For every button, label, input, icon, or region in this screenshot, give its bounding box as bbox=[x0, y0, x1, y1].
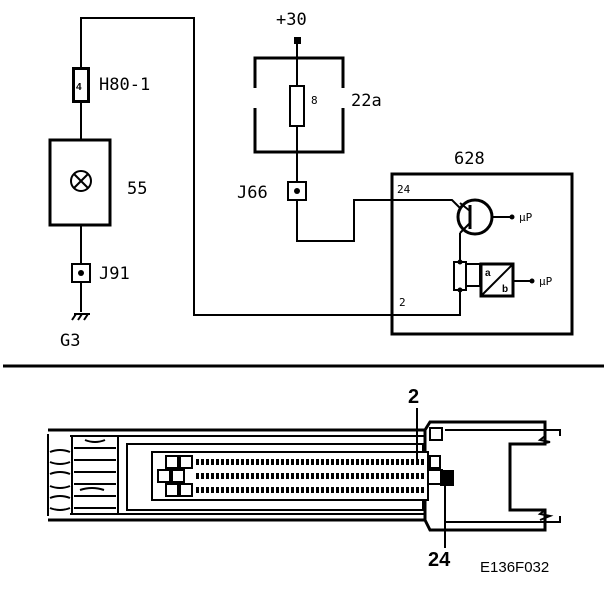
connector-j91 bbox=[71, 263, 91, 283]
svg-text:b: b bbox=[502, 284, 508, 295]
up-label-2: μP bbox=[539, 275, 553, 288]
lamp-55 bbox=[48, 138, 112, 227]
connector-latch bbox=[423, 420, 561, 532]
wire-bundle bbox=[49, 435, 424, 515]
fuse-22a-number: 8 bbox=[311, 94, 318, 107]
pin-rows bbox=[196, 459, 424, 493]
figure-code: E136F032 bbox=[480, 559, 549, 576]
transistor-icon bbox=[456, 198, 515, 236]
pin-2-label: 2 bbox=[399, 296, 406, 309]
fuse-h80-label: H80-1 bbox=[99, 75, 150, 95]
supply-terminal bbox=[294, 37, 301, 44]
control-unit-label: 628 bbox=[454, 149, 485, 169]
fuse-box-label: 22a bbox=[351, 91, 382, 111]
schematic: 4 H80-1 55 J91 G3 +30 bbox=[48, 10, 574, 351]
resistor-icon bbox=[453, 259, 467, 293]
wire-j66-to-unit-pin24 bbox=[296, 199, 415, 242]
fuse-box-22a: 8 bbox=[253, 56, 345, 154]
pin-24-marker bbox=[440, 470, 454, 486]
lamp-label: 55 bbox=[127, 179, 147, 199]
ground-label: G3 bbox=[60, 331, 80, 351]
control-unit-628: 24 2 μP bbox=[390, 172, 574, 336]
converter-icon: a b bbox=[479, 262, 535, 298]
pin-24-label: 24 bbox=[397, 183, 411, 196]
connector-j66-label: J66 bbox=[237, 183, 268, 203]
lamp-icon bbox=[70, 170, 92, 192]
connector-j91-label: J91 bbox=[99, 264, 130, 284]
callout-2: 2 bbox=[408, 386, 419, 408]
svg-text:a: a bbox=[485, 268, 491, 279]
fuse-h80-number: 4 bbox=[76, 82, 82, 93]
fuse-h80-1: 4 bbox=[72, 67, 90, 103]
connector-j66 bbox=[287, 181, 307, 201]
connector-body bbox=[126, 443, 454, 511]
up-label-1: μP bbox=[519, 211, 533, 224]
supply-label: +30 bbox=[276, 10, 307, 30]
connector-view: 2 24 E136F032 bbox=[47, 386, 561, 576]
wire-fuse-to-unit-pin2 bbox=[80, 17, 392, 316]
ground-icon bbox=[71, 313, 90, 321]
callout-24: 24 bbox=[428, 549, 451, 571]
